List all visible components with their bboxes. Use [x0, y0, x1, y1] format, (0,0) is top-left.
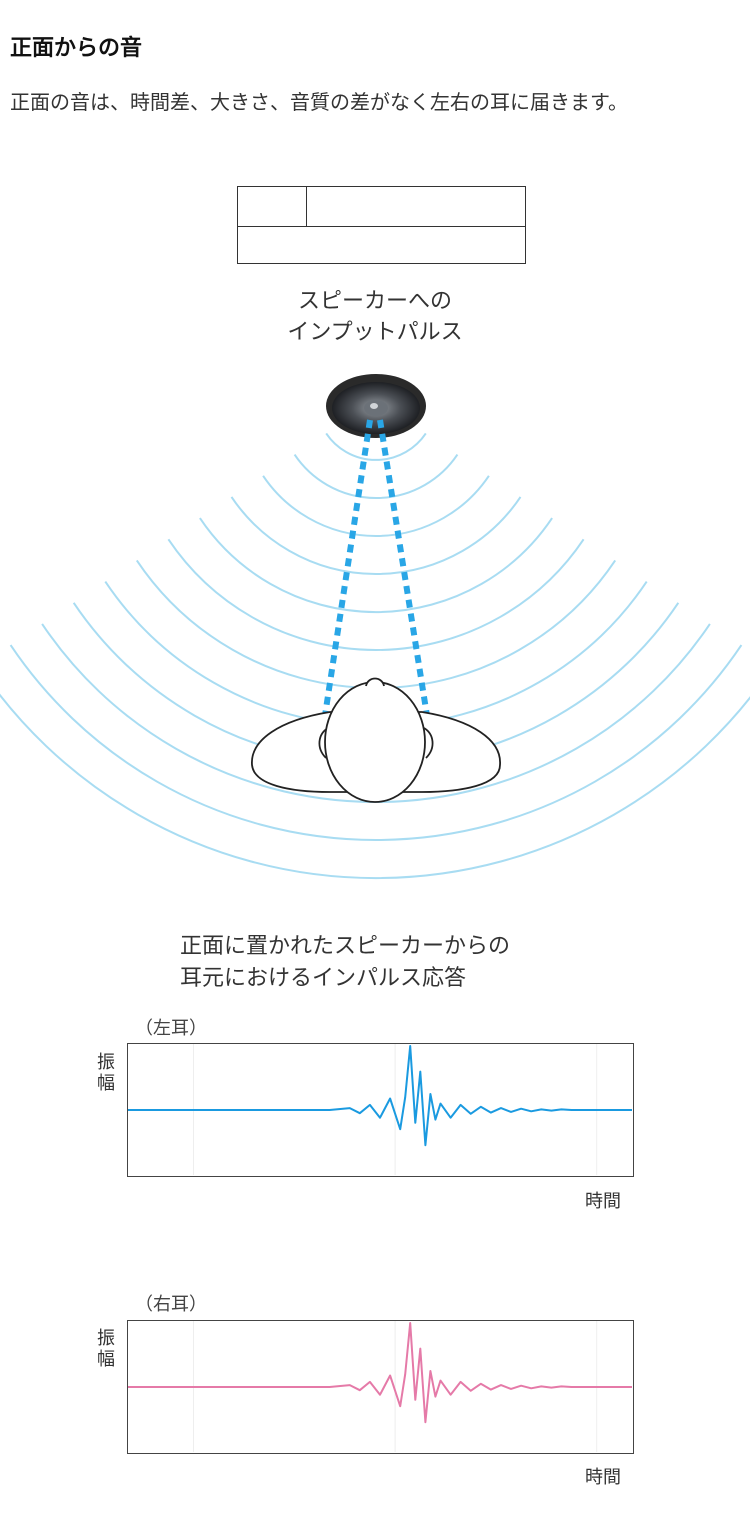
sound-wave-arc [262, 475, 490, 537]
arrow-to-left-ear [321, 419, 373, 723]
sound-wave-arc [167, 538, 585, 652]
input-pulse-label-line-2: インプットパルス [287, 320, 463, 345]
page-description: 正面の音は、時間差、大きさ、音質の差がなく左右の耳に届きます。 [10, 90, 628, 114]
listener-top-view [251, 677, 501, 803]
sound-wave-arc [230, 496, 522, 575]
chart-right-ear-title: （右耳） [135, 1294, 207, 1315]
chart-left-ear-frame [127, 1043, 634, 1177]
chart-right-ear-xlabel: 時間 [585, 1467, 621, 1488]
page-title: 正面からの音 [10, 36, 143, 61]
chart-left-ear-xlabel: 時間 [585, 1191, 621, 1212]
listener-right-ear [423, 727, 434, 759]
chart-right-ear-ylabel: 振幅 [97, 1328, 115, 1370]
sound-path-arrows [321, 419, 431, 723]
sound-wave-arcs [0, 432, 750, 880]
impulse-response-line [128, 1322, 632, 1424]
listener-head [324, 681, 426, 803]
chart-left-ear-plot [128, 1044, 632, 1175]
sound-wave-arc [199, 517, 553, 613]
input-pulse-label-line-1: スピーカーへの [297, 289, 452, 314]
input-pulse-spike [306, 187, 307, 226]
impulse-response-line [128, 1045, 632, 1147]
impulse-response-label-line-2: 耳元におけるインパルス応答 [180, 966, 467, 991]
chart-left-ear-title: （左耳） [135, 1018, 207, 1039]
sound-wave-arc [9, 644, 743, 841]
chart-right-ear-frame [127, 1320, 634, 1454]
speaker-listener-diagram [0, 374, 750, 880]
sound-wave-arc [325, 432, 427, 461]
sound-wave-arc [135, 559, 617, 690]
chart-right-ear-plot [128, 1321, 632, 1452]
input-pulse-baseline [238, 226, 525, 227]
impulse-response-label-line-1: 正面に置かれたスピーカーからの [180, 934, 511, 959]
listener-nose [365, 677, 385, 687]
sound-wave-arc [293, 454, 459, 500]
sound-wave-arc [0, 693, 750, 880]
arrow-to-right-ear [377, 419, 431, 723]
chart-left-ear-ylabel: 振幅 [97, 1052, 115, 1094]
speaker-icon [326, 374, 426, 438]
input-pulse-graph [237, 186, 526, 264]
